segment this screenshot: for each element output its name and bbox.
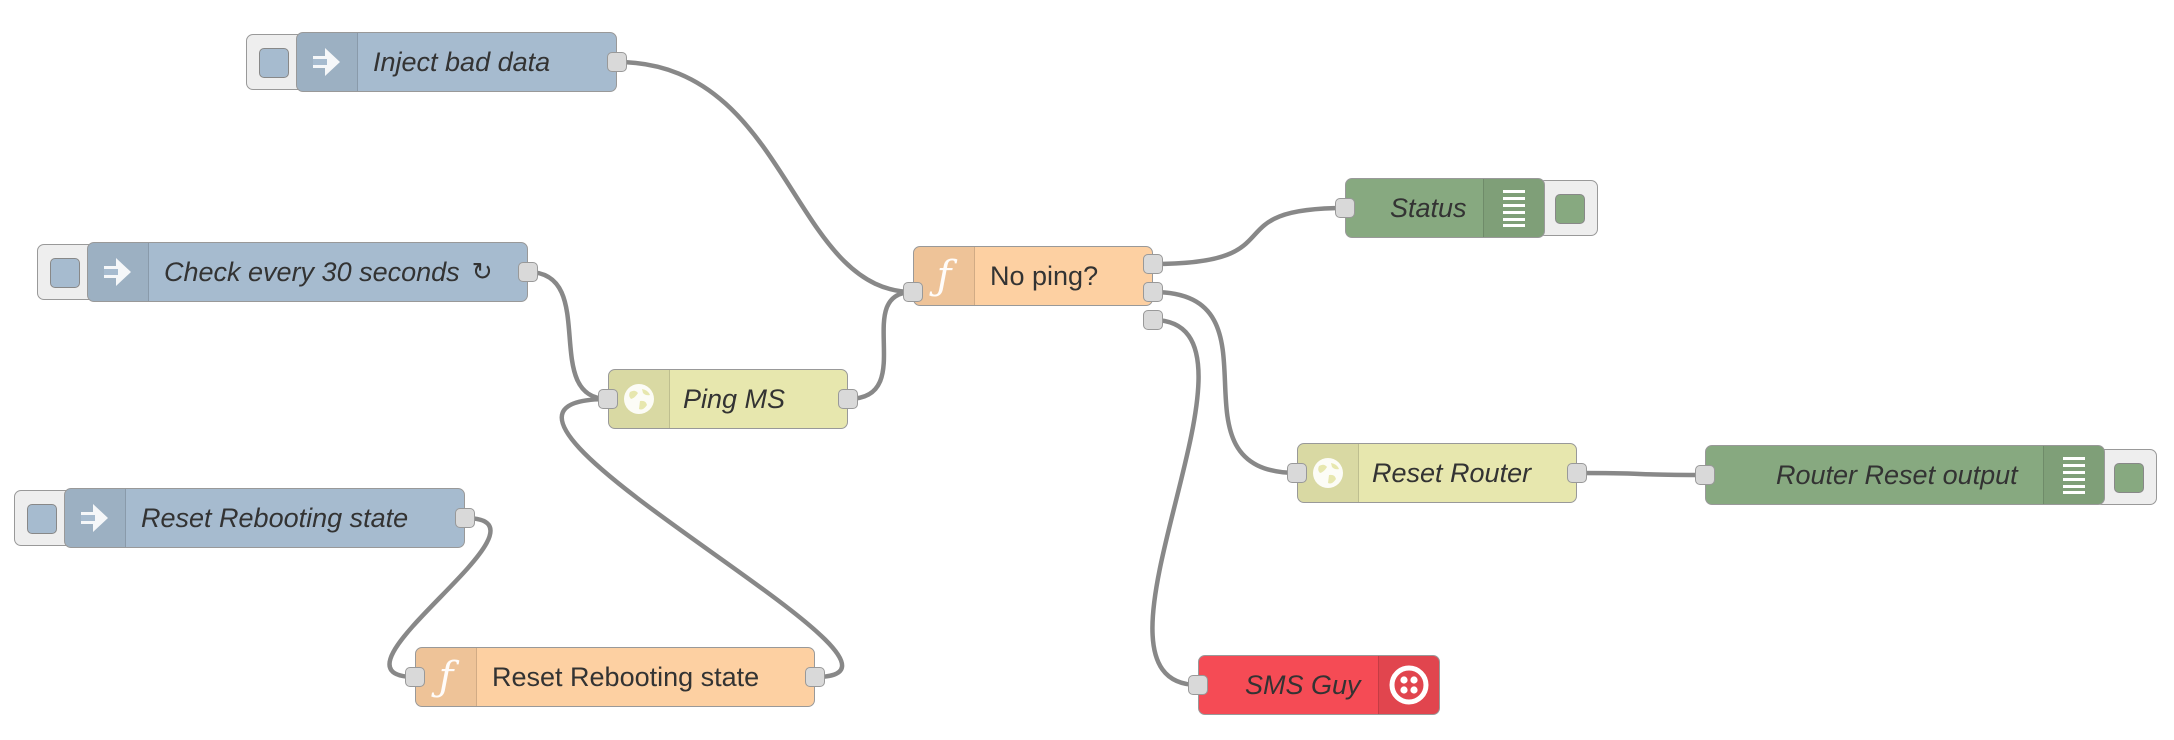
wire-ping-ms-to-no-ping [845, 289, 916, 402]
wire-reset-inject-to-reset-function [387, 515, 493, 680]
function-node-no-ping[interactable]: ƒ No ping? [913, 246, 1153, 306]
inject-bad-data-output-port[interactable] [607, 52, 627, 72]
function-icon: ƒ [914, 247, 975, 305]
no-ping-output-port-1[interactable] [1143, 254, 1163, 274]
debug-node-router-reset-output[interactable]: Router Reset output [1705, 445, 2105, 505]
check-every-30-text: Check every 30 seconds [164, 256, 460, 287]
debug-list-icon [1483, 179, 1544, 237]
check-every-30-label: Check every 30 seconds ↻ [164, 243, 493, 301]
router-reset-output-label: Router Reset output [1776, 459, 2018, 490]
debug-list-icon [2043, 446, 2104, 504]
no-ping-label: No ping? [990, 260, 1099, 291]
http-node-reset-router[interactable]: Reset Router [1297, 443, 1577, 503]
reset-router-output-port[interactable] [1567, 463, 1587, 483]
reset-router-label: Reset Router [1372, 457, 1532, 488]
no-ping-output-port-2[interactable] [1143, 282, 1163, 302]
inject-arrow-icon [65, 489, 126, 547]
wire-reset-function-to-ping-ms [559, 396, 845, 680]
wire-no-ping-to-reset-router [1150, 289, 1300, 476]
twilio-node-sms-guy[interactable]: SMS Guy [1198, 655, 1440, 715]
status-debug-toggle-button[interactable] [1538, 180, 1598, 236]
repeat-icon: ↻ [471, 258, 493, 286]
http-node-ping-ms[interactable]: Ping MS [608, 369, 848, 429]
router-reset-output-toggle-square [2114, 463, 2144, 493]
ping-ms-output-port[interactable] [838, 389, 858, 409]
ping-ms-label: Ping MS [683, 383, 786, 414]
inject-node-bad-data[interactable]: Inject bad data [296, 32, 617, 92]
function-icon: ƒ [416, 648, 477, 706]
sms-guy-label: SMS Guy [1245, 669, 1361, 700]
wire-inject-bad-data-to-no-ping [614, 59, 916, 295]
status-debug-toggle-square [1555, 194, 1585, 224]
no-ping-output-port-3[interactable] [1143, 310, 1163, 330]
reset-rebooting-function-input-port[interactable] [405, 667, 425, 687]
globe-icon [609, 370, 670, 428]
wire-reset-router-to-output [1574, 470, 1708, 478]
reset-rebooting-function-label: Reset Rebooting state [492, 661, 760, 692]
check-every-30-output-port[interactable] [518, 262, 538, 282]
sms-guy-input-port[interactable] [1188, 675, 1208, 695]
globe-icon [1298, 444, 1359, 502]
reset-router-input-port[interactable] [1287, 463, 1307, 483]
status-label: Status [1390, 192, 1467, 223]
inject-arrow-icon [88, 243, 149, 301]
inject-node-reset-rebooting-state[interactable]: Reset Rebooting state [64, 488, 465, 548]
check-every-30-trigger-square [50, 258, 80, 288]
no-ping-input-port[interactable] [903, 282, 923, 302]
function-node-reset-rebooting-state[interactable]: ƒ Reset Rebooting state [415, 647, 815, 707]
status-input-port[interactable] [1335, 198, 1355, 218]
reset-rebooting-inject-output-port[interactable] [455, 508, 475, 528]
inject-bad-data-trigger-square [259, 48, 289, 78]
twilio-icon [1378, 656, 1439, 714]
wire-no-ping-to-sms-guy [1150, 317, 1201, 688]
inject-bad-data-label: Inject bad data [373, 46, 551, 77]
debug-node-status[interactable]: Status [1345, 178, 1545, 238]
reset-rebooting-function-output-port[interactable] [805, 667, 825, 687]
reset-rebooting-inject-label: Reset Rebooting state [141, 502, 409, 533]
reset-rebooting-inject-trigger-square [27, 504, 57, 534]
wire-check-30-to-ping-ms [525, 269, 611, 402]
ping-ms-input-port[interactable] [598, 389, 618, 409]
inject-arrow-icon [297, 33, 358, 91]
router-reset-output-toggle-button[interactable] [2095, 449, 2157, 505]
wire-no-ping-to-status [1150, 205, 1348, 267]
inject-node-check-every-30-seconds[interactable]: Check every 30 seconds ↻ [87, 242, 528, 302]
router-reset-output-input-port[interactable] [1695, 465, 1715, 485]
